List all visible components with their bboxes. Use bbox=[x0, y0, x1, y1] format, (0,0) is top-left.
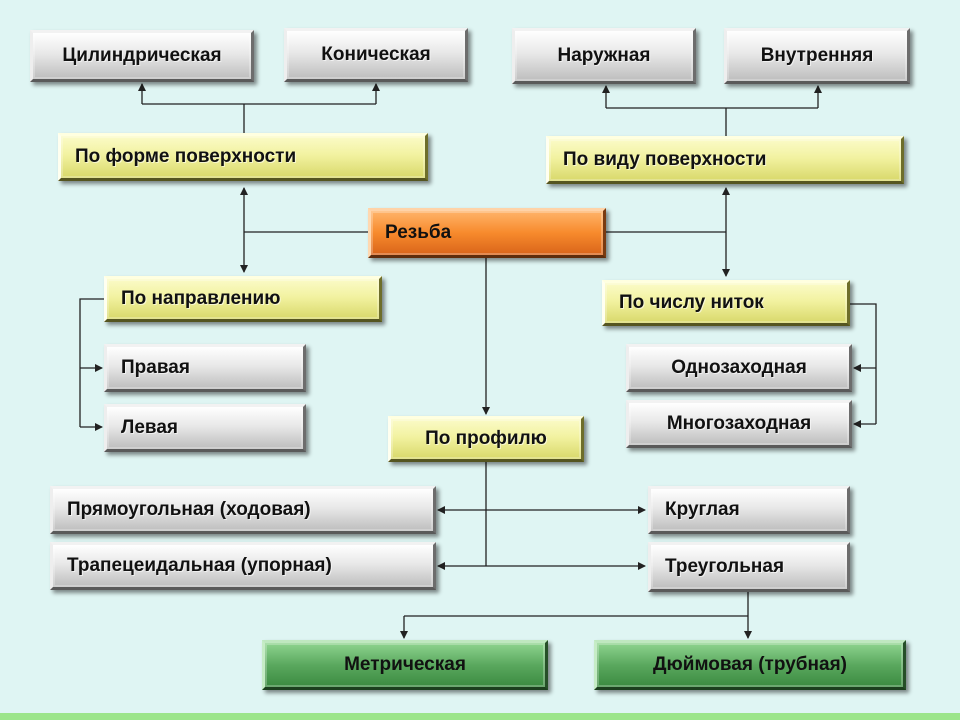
node-label: По виду поверхности bbox=[563, 149, 767, 170]
node-label: Внутренняя bbox=[760, 45, 874, 66]
node-internal: Внутренняя bbox=[724, 28, 910, 84]
node-label: Коническая bbox=[321, 44, 431, 65]
node-by-surface-shape: По форме поверхности bbox=[58, 133, 428, 181]
node-by-surface-type: По виду поверхности bbox=[546, 136, 904, 184]
node-metric: Метрическая bbox=[262, 640, 548, 690]
node-label: Правая bbox=[121, 357, 190, 378]
node-thread-root: Резьба bbox=[368, 208, 606, 258]
node-right: Правая bbox=[104, 344, 306, 392]
node-label: Цилиндрическая bbox=[62, 45, 222, 66]
node-conical: Коническая bbox=[284, 28, 468, 82]
node-left: Левая bbox=[104, 404, 306, 452]
node-label: Прямоугольная (ходовая) bbox=[67, 499, 311, 520]
node-label: Метрическая bbox=[344, 654, 466, 675]
node-label: По профилю bbox=[425, 428, 547, 449]
node-label: Треугольная bbox=[665, 556, 785, 577]
node-rectangular: Прямоугольная (ходовая) bbox=[50, 486, 436, 534]
node-single-start: Однозаходная bbox=[626, 344, 852, 392]
node-label: Однозаходная bbox=[671, 357, 807, 378]
node-label: По форме поверхности bbox=[75, 146, 297, 167]
node-label: По числу ниток bbox=[619, 292, 764, 313]
node-label: Круглая bbox=[665, 499, 740, 520]
node-trapezoidal: Трапецеидальная (упорная) bbox=[50, 542, 436, 590]
node-round: Круглая bbox=[648, 486, 850, 534]
node-label: Левая bbox=[121, 417, 178, 438]
node-label: Трапецеидальная (упорная) bbox=[67, 555, 332, 576]
node-label: Резьба bbox=[385, 222, 452, 243]
node-multi-start: Многозаходная bbox=[626, 400, 852, 448]
node-label: По направлению bbox=[121, 288, 281, 309]
node-triangular: Треугольная bbox=[648, 542, 850, 592]
bottom-accent-bar bbox=[0, 713, 960, 720]
node-by-profile: По профилю bbox=[388, 416, 584, 462]
node-by-direction: По направлению bbox=[104, 276, 382, 322]
node-label: Наружная bbox=[557, 45, 651, 66]
node-inch: Дюймовая (трубная) bbox=[594, 640, 906, 690]
node-by-thread-count: По числу ниток bbox=[602, 280, 850, 326]
node-external: Наружная bbox=[512, 28, 696, 84]
node-label: Многозаходная bbox=[666, 413, 812, 434]
node-cylindrical: Цилиндрическая bbox=[30, 30, 254, 82]
node-label: Дюймовая (трубная) bbox=[653, 654, 847, 675]
